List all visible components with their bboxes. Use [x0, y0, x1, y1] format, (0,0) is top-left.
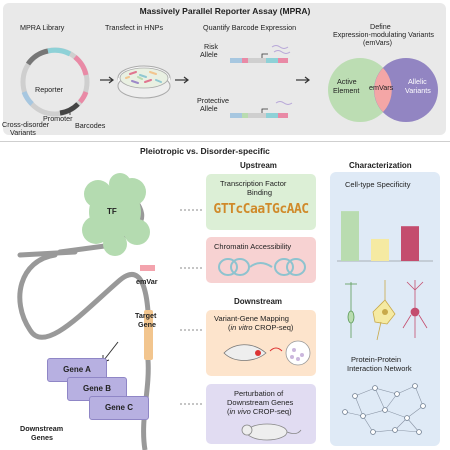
tf-binding-box — [206, 174, 316, 230]
variants-label: Variants — [10, 128, 36, 137]
transfect-label: Transfect in HNPs — [105, 23, 164, 32]
downstream-genes-label-1: Downstream — [20, 424, 64, 433]
risk-allele-label: Allele — [200, 50, 218, 59]
dna-loop — [17, 252, 152, 363]
target-gene-label-2: Gene — [138, 320, 156, 329]
tf-binding-label-1: Transcription Factor — [220, 179, 287, 188]
tf-blob — [82, 173, 150, 256]
ppi-network — [342, 383, 426, 435]
reporter-segment-blue — [47, 47, 72, 57]
variant-segment — [21, 90, 34, 106]
mouse-icon — [241, 423, 302, 441]
neuron-icon-3 — [402, 280, 428, 338]
target-gene-label-1: Target — [135, 311, 157, 320]
reporter-label: Reporter — [35, 85, 63, 94]
target-gene-mark — [144, 310, 153, 360]
celltype-chart — [337, 211, 433, 262]
nucleosome-icon — [218, 258, 306, 276]
characterization-header: Characterization — [349, 161, 412, 170]
celltype-bar-1 — [341, 211, 359, 261]
venn-active-label-1: Active — [337, 77, 357, 86]
protective-allele-label: Allele — [200, 104, 218, 113]
protective-label: Protective — [197, 96, 229, 105]
celltype-bar-2 — [371, 238, 389, 261]
pdg-label-2: Downstream Genes — [227, 398, 294, 407]
define-label-2: Expression-modulating Variants — [333, 30, 434, 39]
downstream-header: Downstream — [234, 297, 283, 306]
cell-icons — [345, 280, 428, 341]
section-divider — [0, 141, 450, 142]
barcode-segment — [73, 55, 89, 76]
celltype-label: Cell-type Specificity — [345, 180, 411, 189]
risk-label: Risk — [204, 42, 218, 51]
reporter-segment — [25, 48, 49, 66]
vgm-label-2: (in vitro CROP-seq) — [228, 323, 294, 332]
venn-overlap — [374, 68, 392, 112]
venn-allelic-label-2: Variants — [405, 86, 431, 95]
pdg-label-1: Perturbation of — [234, 389, 284, 398]
pdg-in-vivo: in vivo — [229, 407, 251, 416]
neuron-icon-1 — [345, 282, 357, 338]
crop-seq-vitro-icon — [223, 340, 311, 366]
gene-arrow — [103, 341, 119, 361]
promoter-segment — [59, 102, 80, 116]
protective-construct — [230, 101, 293, 118]
venn-active-label-2: Element — [333, 86, 360, 95]
motif-logo: GTTcCaaTGcAAC — [213, 202, 309, 217]
venn-allelic-label-1: Allelic — [408, 77, 427, 86]
celltype-bar-3 — [401, 226, 419, 261]
venn-active-circle — [328, 58, 392, 122]
tf-binding-label-2: Binding — [247, 188, 273, 197]
define-label-3: (emVars) — [363, 38, 393, 47]
barcodes-label: Barcodes — [75, 121, 106, 130]
upstream-header: Upstream — [240, 161, 277, 170]
vgm-label-1: Variant-Gene Mapping — [214, 314, 289, 323]
venn-allelic-circle — [374, 58, 438, 122]
pleiotropic-title: Pleiotropic vs. Disorder-specific — [140, 146, 270, 156]
pdg-label-3: (in vivo CROP-seq) — [227, 407, 292, 416]
risk-construct — [230, 45, 291, 63]
gene-c-box: Gene C — [89, 396, 149, 420]
ppi-label-2: Interaction Network — [347, 364, 412, 373]
vgm-crop-seq: CROP-seq) — [252, 323, 294, 332]
tf-label: TF — [107, 207, 117, 216]
barcode-segment-2 — [78, 91, 89, 104]
mpra-title: Massively Parallel Reporter Assay (MPRA) — [139, 6, 311, 16]
promoter-label: Promoter — [43, 114, 73, 123]
define-label-1: Define — [370, 22, 391, 31]
dashed-connectors — [180, 209, 204, 405]
emvar-mark — [140, 265, 155, 271]
cross-disorder-label: Cross-disorder — [2, 120, 50, 129]
ppi-label-1: Protein-Protein — [351, 355, 402, 364]
chromatin-loop-diagram — [17, 173, 155, 450]
quantify-label: Quantify Barcode Expression — [203, 23, 297, 32]
emvar-label: emVar — [136, 277, 158, 286]
venn-emvars-label: emVars — [369, 83, 394, 92]
pdg-crop-seq: CROP-seq) — [250, 407, 292, 416]
vgm-in-vitro: in vitro — [230, 323, 253, 332]
chromatin-label: Chromatin Accessibility — [214, 242, 292, 251]
neuron-icon-2 — [372, 280, 396, 341]
mpra-graphics — [20, 45, 438, 122]
downstream-genes-label-2: Genes — [31, 433, 53, 442]
mpra-library-label: MPRA Library — [20, 23, 65, 32]
